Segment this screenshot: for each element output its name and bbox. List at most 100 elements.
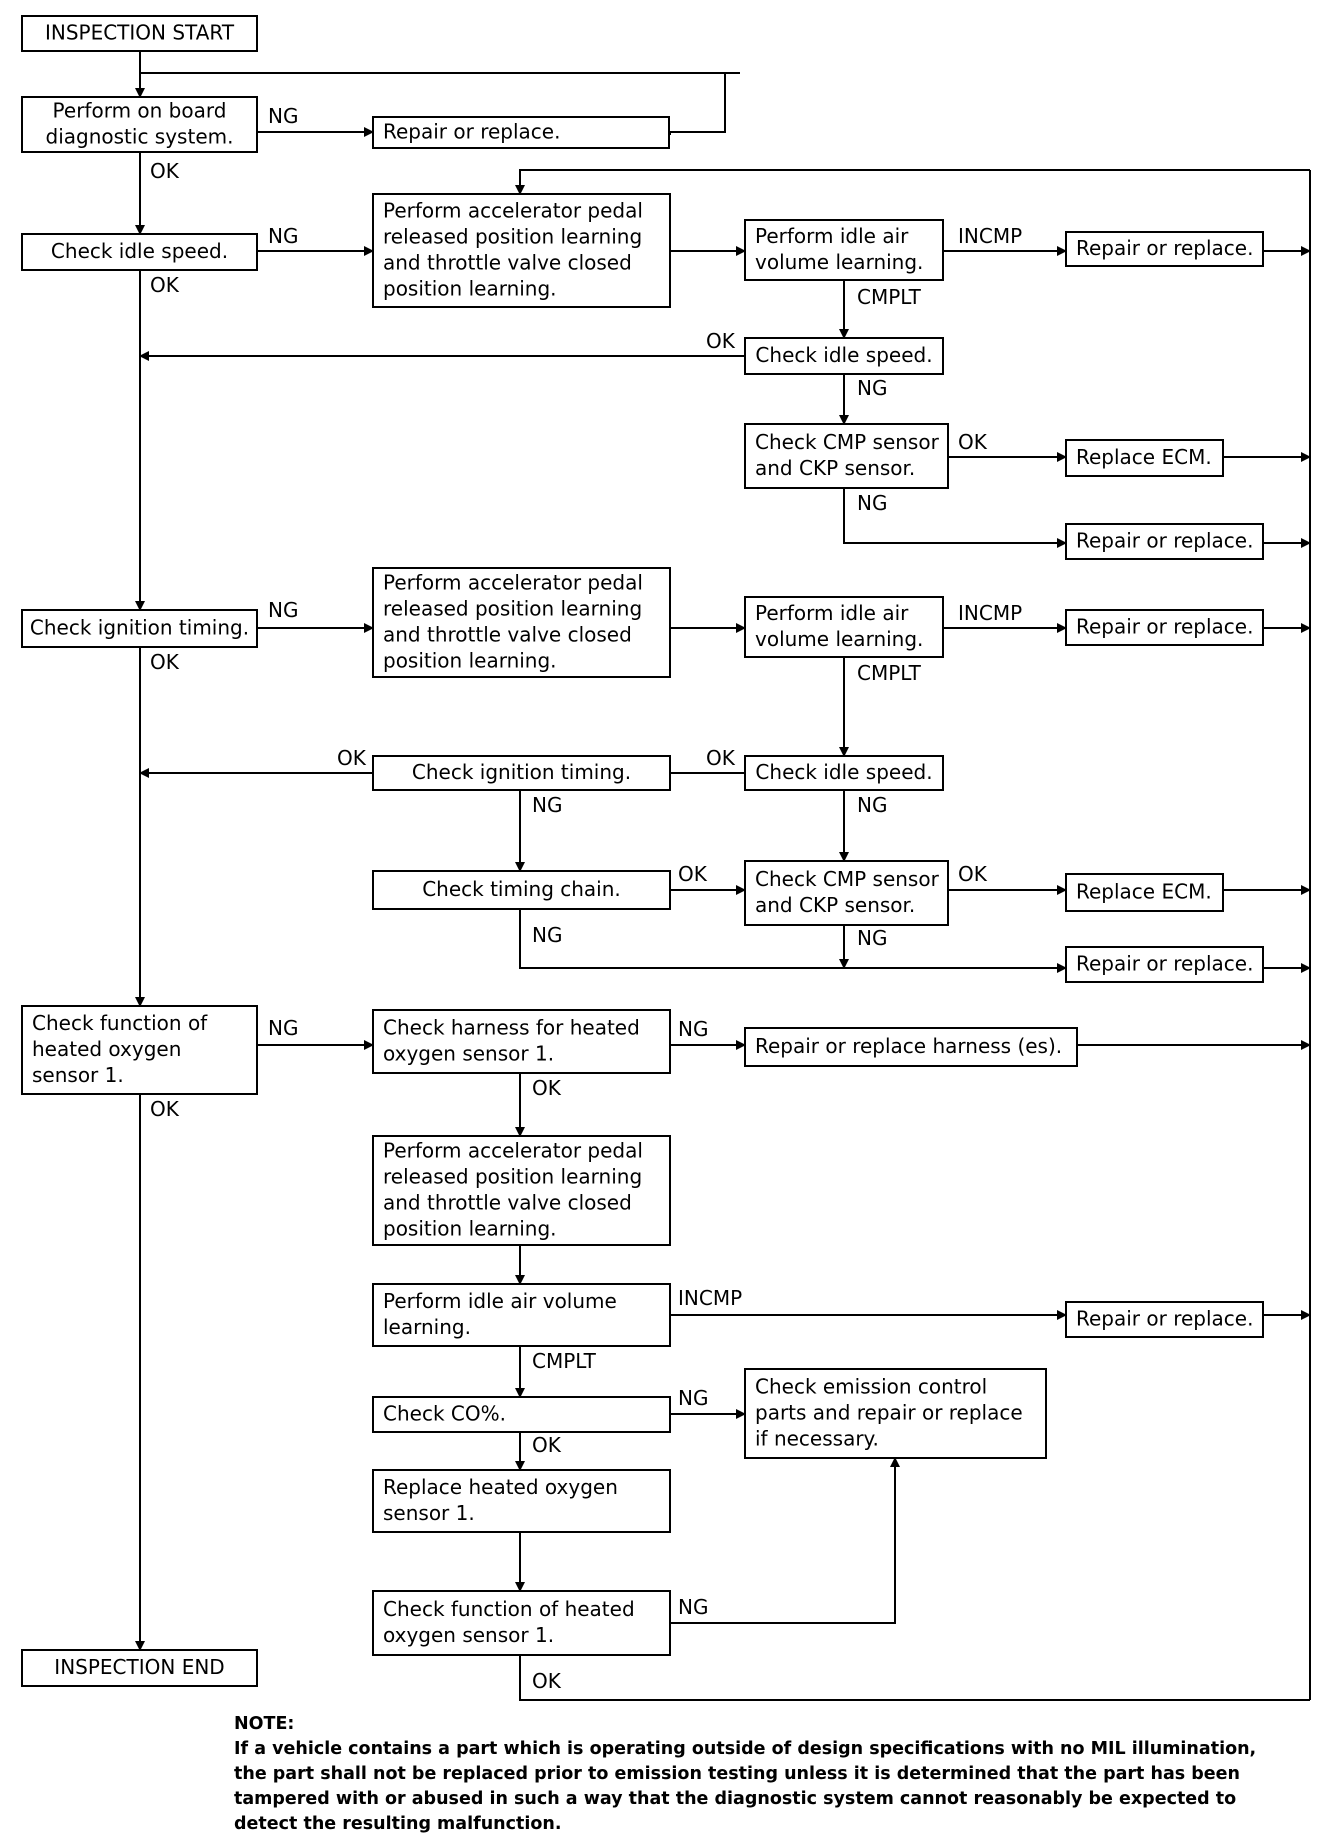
box-text-0: Replace ECM.: [1076, 445, 1212, 469]
box-frame: [372, 1590, 671, 1656]
box-frame: [1065, 439, 1224, 477]
box-frame: [372, 567, 671, 678]
box-frame: [744, 755, 944, 791]
edge-label-cmplt: CMPLT: [532, 1349, 597, 1373]
box-text-0: Check CMP sensor: [755, 430, 940, 454]
edge-label-ng: NG: [857, 376, 887, 400]
edge-label-incmp: INCMP: [958, 224, 1022, 248]
box-text-1: diagnostic system.: [46, 125, 234, 149]
box-text-0: Perform on board: [53, 99, 227, 123]
box-frame: [21, 1005, 258, 1095]
edge-label-cmplt: CMPLT: [857, 661, 922, 685]
box-frame: [372, 870, 671, 910]
box-rep-iav3: Repair or replace.: [1065, 1301, 1264, 1338]
box-text-0: Check function of heated: [383, 1597, 635, 1621]
box-text-0: Check harness for heated: [383, 1016, 640, 1040]
box-frame: [1065, 523, 1264, 560]
box-chain: Check timing chain.: [372, 870, 671, 910]
box-text-3: position learning.: [383, 649, 557, 673]
box-text-1: heated oxygen: [32, 1037, 181, 1061]
box-text-0: Check CMP sensor: [755, 867, 940, 891]
edge-label-ok: OK: [532, 1433, 562, 1457]
box-frame: [744, 1368, 1047, 1459]
box-text-0: Repair or replace harness (es).: [755, 1034, 1062, 1058]
box-text-0: Perform idle air: [755, 224, 909, 248]
box-frame: [744, 596, 944, 658]
edge-label-ok: OK: [532, 1076, 562, 1100]
box-text-1: released position learning: [383, 225, 642, 249]
box-text-2: sensor 1.: [32, 1063, 124, 1087]
box-text-1: volume learning.: [755, 250, 923, 274]
edge-label-ok: OK: [150, 650, 180, 674]
box-frame: [744, 219, 944, 281]
edge-label-ng: NG: [268, 104, 298, 128]
box-text-2: and throttle valve closed: [383, 623, 632, 647]
connector-48: [519, 1655, 1310, 1701]
box-text-2: and throttle valve closed: [383, 1191, 632, 1215]
box-ecm2: Replace ECM.: [1065, 873, 1224, 912]
box-text-0: Check ignition timing.: [412, 760, 631, 784]
box-rep-harness: Repair or replace harness (es).: [744, 1027, 1078, 1067]
edge-label-ng: NG: [857, 926, 887, 950]
edge-label-ng: NG: [268, 1016, 298, 1040]
box-text-2: and throttle valve closed: [383, 251, 632, 275]
box-text-0: Perform accelerator pedal: [383, 1139, 643, 1163]
box-frame: [372, 755, 671, 791]
box-idle1: Check idle speed.: [21, 233, 258, 271]
edge-label-ok: OK: [958, 430, 988, 454]
connector-17: [843, 488, 1067, 548]
box-ign2: Check ignition timing.: [372, 755, 671, 791]
box-text-1: and CKP sensor.: [755, 893, 915, 917]
box-text-1: released position learning: [383, 1165, 642, 1189]
edge-label-ng: NG: [532, 923, 562, 947]
box-idle2: Check idle speed.: [744, 755, 944, 791]
box-text-0: Repair or replace.: [1076, 615, 1253, 639]
box-text-0: Repair or replace.: [1076, 952, 1253, 976]
edge-label-ok: OK: [958, 862, 988, 886]
edge-label-incmp: INCMP: [678, 1286, 742, 1310]
box-text-1: learning.: [383, 1315, 471, 1339]
note-line-2: the part shall not be replaced prior to …: [234, 1764, 1241, 1784]
box-text-0: Repair or replace.: [1076, 236, 1253, 260]
box-text-0: Replace heated oxygen: [383, 1475, 618, 1499]
note-line-3: tampered with or abused in such a way th…: [234, 1789, 1237, 1809]
edge-label-ok: OK: [532, 1669, 562, 1693]
box-text-1: parts and repair or replace: [755, 1401, 1023, 1425]
box-frame: [1065, 1301, 1264, 1338]
box-text-1: released position learning: [383, 597, 642, 621]
note-line-4: detect the resulting malfunction.: [234, 1814, 562, 1834]
edge-label-ng: NG: [268, 224, 298, 248]
box-frame: [744, 337, 944, 375]
box-text-0: Check idle speed.: [755, 760, 932, 784]
box-end: INSPECTION END: [21, 1649, 258, 1687]
edge-label-ok: OK: [678, 862, 708, 886]
box-frame: [21, 96, 258, 153]
note-title: NOTE:: [234, 1714, 295, 1734]
box-text-0: Repair or replace.: [1076, 1307, 1253, 1331]
box-frame: [21, 609, 258, 648]
box-rep-cmp2: Repair or replace.: [1065, 946, 1264, 983]
edge-label-ng: NG: [532, 793, 562, 817]
box-text-1: volume learning.: [755, 627, 923, 651]
edge-label-ok: OK: [706, 329, 736, 353]
edge-label-ok: OK: [150, 273, 180, 297]
box-rep-iav1: Repair or replace.: [1065, 231, 1264, 267]
box-co: Check CO%.: [372, 1396, 671, 1433]
box-text-0: Check idle speed.: [755, 343, 932, 367]
box-text-0: Perform idle air volume: [383, 1289, 617, 1313]
box-text-0: Check ignition timing.: [30, 616, 249, 640]
edge-label-ok: OK: [150, 1097, 180, 1121]
edge-label-ng: NG: [678, 1017, 708, 1041]
box-text-1: and CKP sensor.: [755, 456, 915, 480]
edge-label-ok: OK: [337, 746, 367, 770]
box-frame: [1065, 873, 1224, 912]
